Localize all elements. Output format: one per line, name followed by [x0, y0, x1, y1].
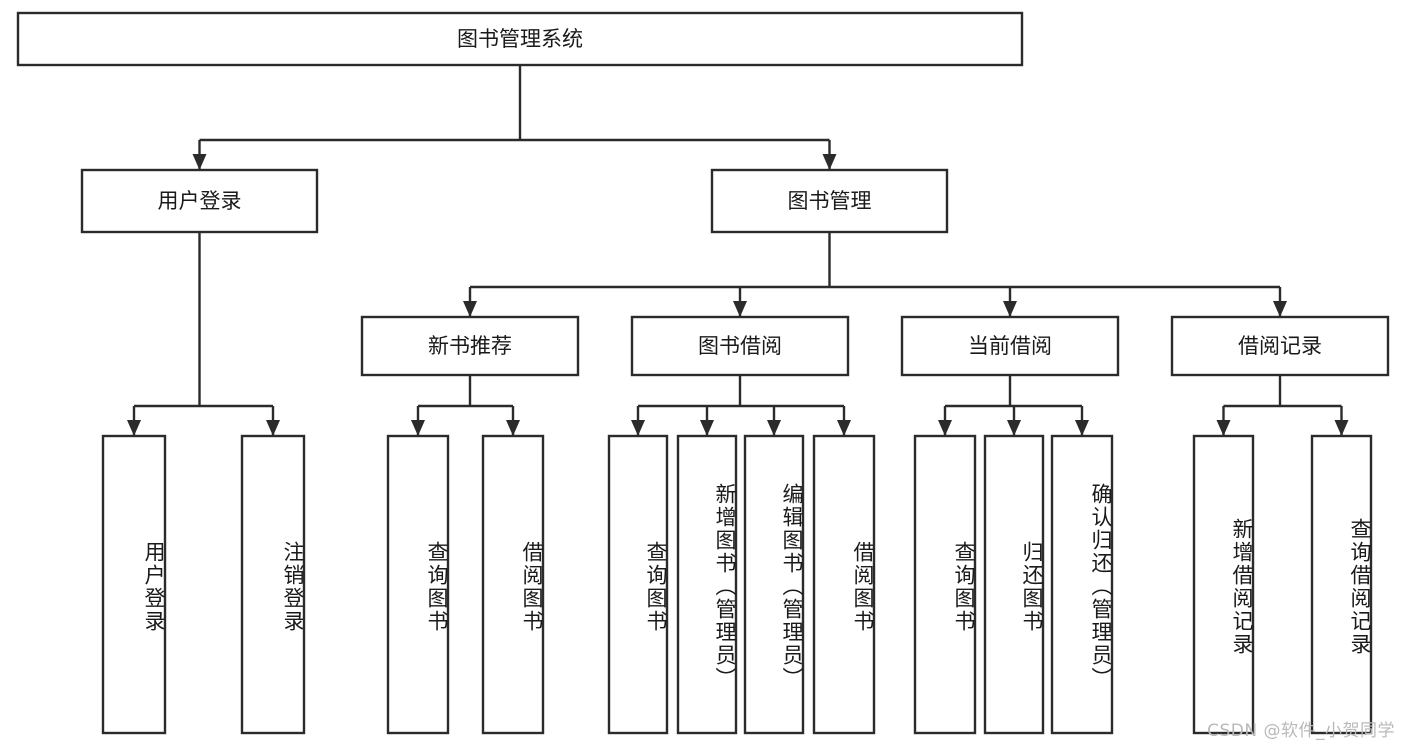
node-box-leaf-borrow-book[interactable] — [812, 434, 876, 735]
arrow-head-icon — [1075, 420, 1089, 436]
arrow-head-icon — [700, 420, 714, 436]
arrow-head-icon — [767, 420, 781, 436]
node-box-root[interactable] — [16, 11, 1024, 67]
node-label-root: 图书管理系统 — [457, 27, 583, 51]
arrow-head-icon — [1273, 301, 1287, 317]
watermark-text: CSDN @软件_小贺同学 — [1207, 721, 1395, 741]
node-box-leaf-add-borrow-record[interactable] — [1192, 434, 1255, 735]
node-box-user-login[interactable] — [80, 168, 319, 234]
connector-layer — [127, 65, 1349, 436]
arrow-head-icon — [1334, 420, 1349, 436]
node-box-leaf-return-book[interactable] — [983, 434, 1045, 735]
node-label-current-borrow: 当前借阅 — [968, 334, 1052, 358]
node-box-leaf-borrow-book-recommend[interactable] — [481, 434, 545, 735]
node-box-book-management[interactable] — [710, 168, 949, 234]
arrow-head-icon — [938, 420, 952, 436]
arrow-head-icon — [822, 154, 837, 170]
node-box-leaf-query-borrow-record[interactable] — [1310, 434, 1373, 735]
node-box-borrow-record[interactable] — [1170, 315, 1390, 377]
node-box-layer — [16, 11, 1390, 735]
arrow-head-icon — [837, 420, 851, 436]
node-label-new-book-recommend: 新书推荐 — [428, 334, 512, 358]
node-box-leaf-user-logout[interactable] — [240, 434, 306, 735]
arrow-head-icon — [733, 301, 747, 317]
node-box-leaf-add-book-admin[interactable] — [676, 434, 738, 735]
node-box-leaf-edit-book-admin[interactable] — [743, 434, 805, 735]
node-label-book-borrow: 图书借阅 — [698, 334, 782, 358]
arrow-head-icon — [1007, 420, 1021, 436]
node-label-borrow-record: 借阅记录 — [1238, 334, 1322, 358]
node-box-book-borrow[interactable] — [630, 315, 850, 377]
arrow-head-icon — [1216, 420, 1231, 436]
node-box-leaf-confirm-return-admin[interactable] — [1050, 434, 1114, 735]
arrow-head-icon — [631, 420, 645, 436]
node-box-leaf-query-book-borrow[interactable] — [607, 434, 669, 735]
node-box-leaf-query-book-current[interactable] — [913, 434, 977, 735]
arrow-head-icon — [1003, 301, 1017, 317]
arrow-head-icon — [463, 301, 477, 317]
node-box-new-book-recommend[interactable] — [360, 315, 580, 377]
node-label-book-management: 图书管理 — [788, 189, 872, 213]
node-box-leaf-query-book-recommend[interactable] — [386, 434, 450, 735]
node-label-user-login: 用户登录 — [158, 189, 242, 213]
arrow-head-icon — [411, 420, 425, 436]
arrow-head-icon — [127, 420, 141, 436]
node-box-leaf-user-login[interactable] — [101, 434, 167, 735]
node-box-current-borrow[interactable] — [900, 315, 1120, 377]
arrow-head-icon — [192, 154, 207, 170]
arrow-head-icon — [266, 420, 280, 436]
arrow-head-icon — [506, 420, 520, 436]
